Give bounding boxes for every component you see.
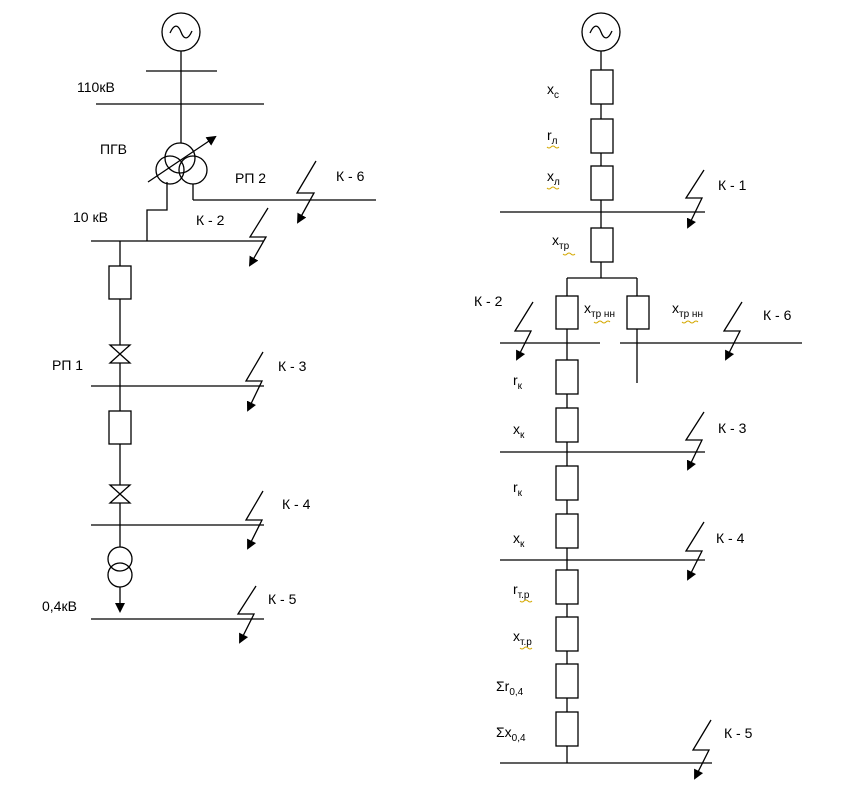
fault-k4-left-icon <box>244 490 264 550</box>
fault-k6-right-label: К - 6 <box>763 307 792 323</box>
impedance-rk-2-box <box>555 465 579 501</box>
fault-k2-right-label: К - 2 <box>474 293 503 309</box>
impedance-xk-2-label: xк <box>513 530 525 550</box>
impedance-sx04-box <box>555 711 579 747</box>
bus-110kv-label: 110кВ <box>77 79 115 95</box>
fault-k4-right-label: К - 4 <box>716 530 745 546</box>
impedance-rl-box <box>590 118 614 154</box>
sine-equiv-icon <box>589 25 613 39</box>
fault-k4-right-icon <box>684 521 705 581</box>
right-scheme: xс rл xл К - 1 xтр xтр нн xтр нн <box>474 12 802 780</box>
fault-k5-left-icon <box>236 585 257 644</box>
impedance-xc-label: xс <box>547 81 559 101</box>
impedance-xtr-label: xтр <box>552 232 570 252</box>
fault-k2-left-label: К - 2 <box>196 212 225 228</box>
fault-k1-icon <box>684 169 705 229</box>
fault-k5-right-icon <box>691 719 712 780</box>
reactor-2-box <box>108 410 132 445</box>
impedance-xtrnn-1-label: xтр нн <box>584 300 615 320</box>
impedance-xk-2-box <box>555 513 579 549</box>
fault-k3-left-label: К - 3 <box>278 358 307 374</box>
fault-k1-label: К - 1 <box>718 177 747 193</box>
fault-k4-left-label: К - 4 <box>282 496 311 512</box>
impedance-rl-label: rл <box>547 127 558 147</box>
impedance-sr04-label: Σr0,4 <box>496 678 524 698</box>
impedance-rk-2-label: rк <box>513 479 523 499</box>
impedance-xl-box <box>590 165 614 201</box>
impedance-xtr2-label: xт.р <box>513 628 532 648</box>
impedance-xtrnn-2-box <box>626 295 650 330</box>
transformer-pgv-label: ПГВ <box>100 141 127 157</box>
fault-k2-left-icon <box>248 207 269 267</box>
fault-k5-right-label: К - 5 <box>724 725 753 741</box>
rp2-label: РП 2 <box>235 170 266 186</box>
transformer-pgv-winding-2 <box>155 155 185 185</box>
fault-k3-right-label: К - 3 <box>718 420 747 436</box>
rp1-label: РП 1 <box>52 357 83 373</box>
impedance-sx04-label: Σx0,4 <box>496 724 526 744</box>
left-scheme: 110кВ ПГВ РП 2 К - 6 10 кВ К - 2 РП 1 К … <box>42 12 376 644</box>
switch-1-icon <box>108 344 132 364</box>
impedance-rtr-label: rт.р <box>513 581 530 601</box>
impedance-xk-1-label: xк <box>513 421 525 441</box>
impedance-sr04-box <box>555 663 579 699</box>
fault-k6-label: К - 6 <box>336 168 365 184</box>
fault-k6-icon <box>295 160 317 224</box>
transformer-pgv-winding-1 <box>164 142 196 174</box>
bus-10kv-label: 10 кВ <box>73 209 108 225</box>
fault-k5-left-label: К - 5 <box>268 591 297 607</box>
regulating-arrow-icon <box>147 135 217 183</box>
impedance-xtr-box <box>590 227 614 263</box>
impedance-xtrnn-2-label: xтр нн <box>672 300 703 320</box>
impedance-xtrnn-1-box <box>555 295 579 330</box>
fault-k3-right-icon <box>684 411 705 471</box>
fault-k6-right-icon <box>722 301 743 361</box>
impedance-rk-1-box <box>555 359 579 395</box>
transformer-tp-winding-1 <box>107 546 133 572</box>
impedance-xk-1-box <box>555 407 579 443</box>
bus-04kv-label: 0,4кВ <box>42 598 77 614</box>
fault-k2-right-icon <box>513 301 534 361</box>
reactor-1-box <box>108 265 132 300</box>
impedance-rk-1-label: rк <box>513 372 523 392</box>
impedance-rtr-box <box>555 569 579 605</box>
impedance-xl-label: xл <box>547 168 560 188</box>
sine-icon <box>169 25 193 39</box>
fault-k3-left-icon <box>244 351 264 412</box>
impedance-xc-box <box>590 69 614 105</box>
impedance-xtr2-box <box>555 616 579 652</box>
switch-2-icon <box>108 484 132 504</box>
